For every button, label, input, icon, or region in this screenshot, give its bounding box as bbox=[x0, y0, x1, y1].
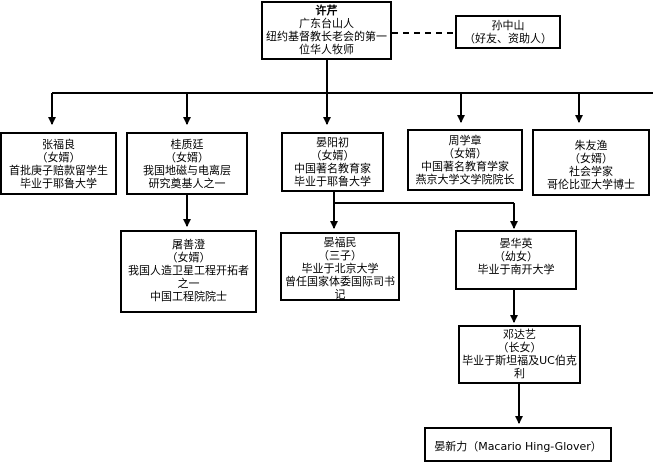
node-zhou-xuezhang-relation: （女婿） bbox=[443, 147, 487, 160]
node-deng-dayi-name: 邓达艺 bbox=[503, 328, 536, 341]
node-tu-shancheng-desc-1: 我国人造卫星工程开拓者之一 bbox=[128, 264, 249, 290]
node-zhou-xuezhang-name: 周学章 bbox=[448, 134, 482, 147]
node-zhang-fuliang-name: 张福良 bbox=[42, 138, 75, 151]
node-zhou-xuezhang-desc-1: 中国著名教育学家 bbox=[421, 160, 509, 173]
node-gui-zhiting-desc-1: 我国地磁与电离层 bbox=[143, 164, 231, 177]
node-zhu-youyu-relation: （女婿） bbox=[569, 152, 613, 165]
node-yan-xinli-name: 晏新力（Macario Hing-Glover） bbox=[434, 440, 602, 453]
node-gui-zhiting-relation: （女婿） bbox=[165, 151, 209, 164]
node-yan-huaying-relation: （幼女） bbox=[494, 250, 538, 263]
node-yan-yangchu-desc-2: 毕业于耶鲁大学 bbox=[294, 175, 371, 188]
node-gui-zhiting: 桂质廷 （女婿） 我国地磁与电离层 研究奠基人之一 bbox=[126, 132, 248, 195]
node-yan-yangchu-desc-1: 中国著名教育家 bbox=[294, 162, 371, 175]
node-yan-fumin-name: 晏福民 bbox=[323, 236, 357, 249]
node-zhu-youyu-desc-2: 哥伦比亚大学博士 bbox=[547, 178, 635, 191]
node-sun-zhongshan-name: 孙中山 bbox=[491, 19, 525, 32]
node-yan-fumin: 晏福民 （三子） 毕业于北京大学 曾任国家体委国际司书记 bbox=[280, 232, 400, 301]
node-sun-zhongshan: 孙中山 （好友、资助人） bbox=[455, 15, 561, 49]
node-yan-huaying-name: 晏华英 bbox=[499, 237, 533, 250]
node-tu-shancheng-name: 屠善澄 bbox=[172, 238, 205, 251]
node-yan-fumin-relation: （三子） bbox=[318, 249, 362, 262]
node-yan-yangchu-name: 晏阳初 bbox=[316, 136, 349, 149]
node-gui-zhiting-name: 桂质廷 bbox=[170, 138, 204, 151]
node-gui-zhiting-desc-2: 研究奠基人之一 bbox=[148, 177, 226, 190]
node-yan-huaying-desc-1: 毕业于南开大学 bbox=[477, 263, 555, 276]
node-deng-dayi: 邓达艺 （长女） 毕业于斯坦福及UC伯克利 bbox=[458, 325, 581, 384]
node-xu-qin-title: 纽约基督教长老会的第一位华人牧师 bbox=[266, 30, 387, 56]
node-zhu-youyu: 朱友渔 （女婿） 社会学家 哥伦比亚大学博士 bbox=[532, 129, 650, 196]
node-deng-dayi-relation: （长女） bbox=[497, 341, 542, 354]
node-yan-huaying: 晏华英 （幼女） 毕业于南开大学 bbox=[455, 230, 577, 290]
node-yan-xinli: 晏新力（Macario Hing-Glover） bbox=[424, 427, 612, 462]
node-zhang-fuliang-desc-2: 毕业于耶鲁大学 bbox=[20, 177, 97, 190]
node-zhang-fuliang: 张福良 （女婿） 首批庚子赔款留学生 毕业于耶鲁大学 bbox=[0, 132, 117, 195]
node-tu-shancheng: 屠善澄 （女婿） 我国人造卫星工程开拓者之一 中国工程院院士 bbox=[120, 230, 257, 313]
node-tu-shancheng-desc-2: 中国工程院院士 bbox=[150, 290, 227, 303]
node-zhang-fuliang-relation: （女婿） bbox=[36, 151, 81, 164]
node-zhu-youyu-desc-1: 社会学家 bbox=[569, 165, 613, 178]
node-xu-qin-origin: 广东台山人 bbox=[299, 17, 354, 30]
node-yan-yangchu: 晏阳初 （女婿） 中国著名教育家 毕业于耶鲁大学 bbox=[281, 132, 384, 192]
node-deng-dayi-desc-1: 毕业于斯坦福及UC伯克利 bbox=[462, 354, 577, 380]
node-yan-fumin-desc-1: 毕业于北京大学 bbox=[301, 262, 379, 275]
node-xu-qin: 许芹 广东台山人 纽约基督教长老会的第一位华人牧师 bbox=[261, 1, 392, 60]
node-zhou-xuezhang: 周学章 （女婿） 中国著名教育学家 燕京大学文学院院长 bbox=[407, 129, 523, 191]
node-zhou-xuezhang-desc-2: 燕京大学文学院院长 bbox=[415, 173, 515, 186]
node-yan-fumin-desc-2: 曾任国家体委国际司书记 bbox=[285, 275, 395, 301]
node-sun-zhongshan-relation: （好友、资助人） bbox=[464, 32, 552, 45]
node-yan-yangchu-relation: （女婿） bbox=[310, 149, 355, 162]
node-zhang-fuliang-desc-1: 首批庚子赔款留学生 bbox=[9, 164, 108, 177]
node-xu-qin-name: 许芹 bbox=[315, 4, 338, 17]
node-tu-shancheng-relation: （女婿） bbox=[166, 251, 211, 264]
node-zhu-youyu-name: 朱友渔 bbox=[574, 139, 608, 152]
